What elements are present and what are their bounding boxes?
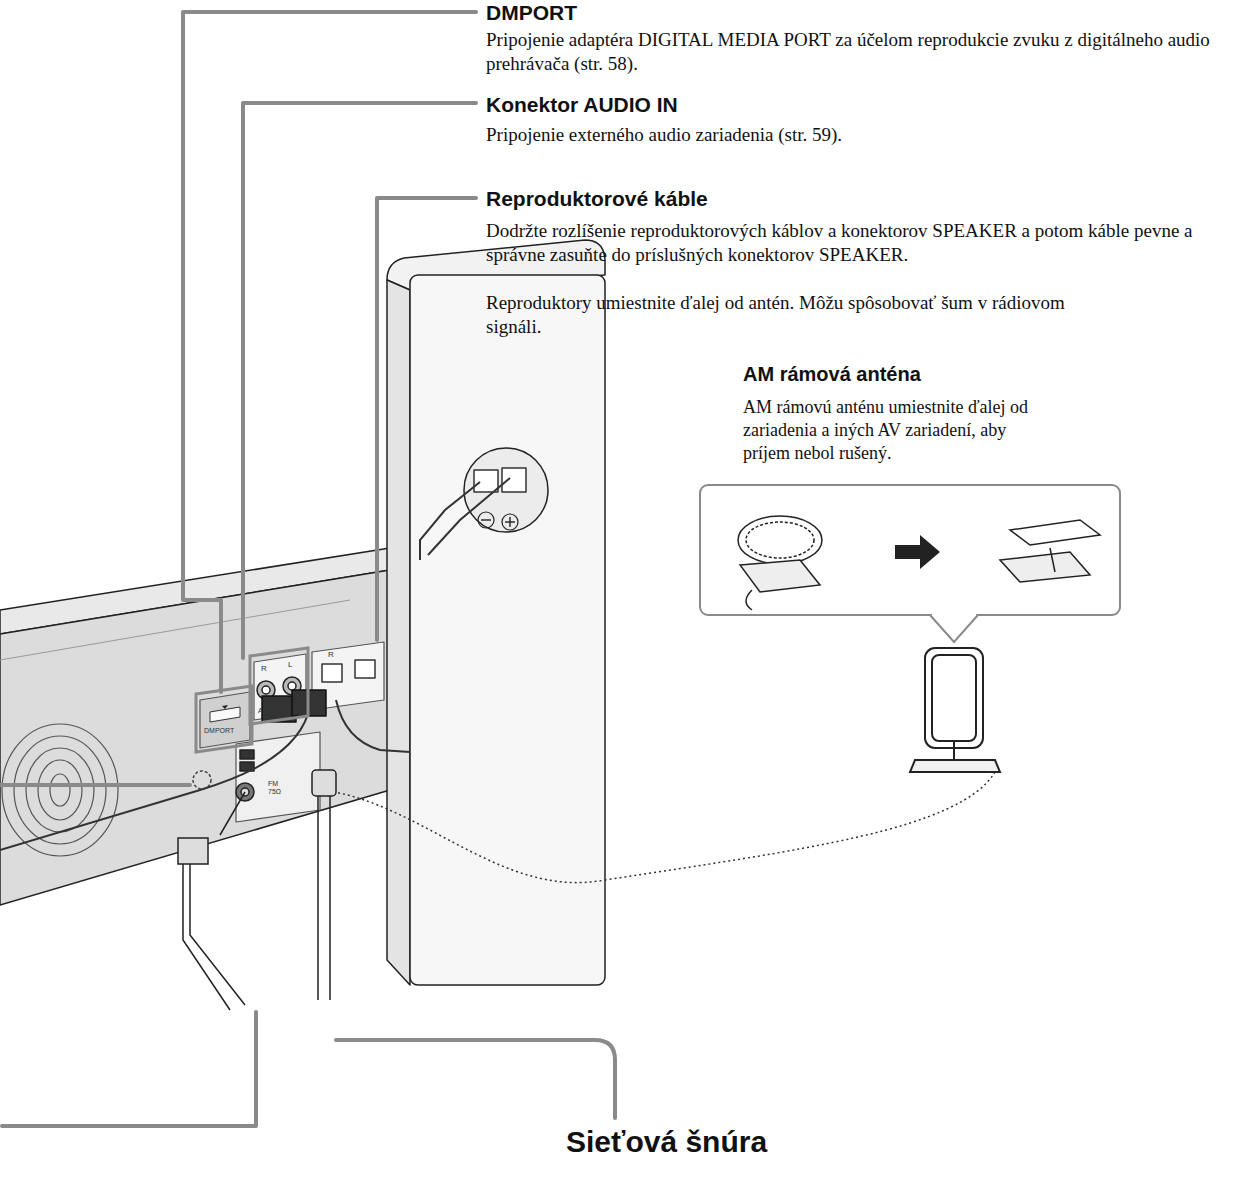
callout-text: Dodržte rozlíšenie reproduktorových kábl… xyxy=(486,219,1246,267)
callout-text: Pripojenie externého audio zariadenia (s… xyxy=(486,123,1246,147)
callout-heading: AM rámová anténa xyxy=(743,362,1163,387)
callout-text: Reproduktory umiestnite ďalej od antén. … xyxy=(486,291,1096,339)
port-label: DMPORT xyxy=(204,727,248,735)
channel-label: R xyxy=(328,650,338,659)
am-loop-antenna xyxy=(910,648,1000,772)
antenna-cable xyxy=(320,772,995,883)
port-label: FM 75Ω xyxy=(268,780,292,796)
callout-text: AM rámovú anténu umiestnite ďalej od zar… xyxy=(743,396,1048,465)
port-highlight xyxy=(196,648,308,752)
assembly-detail xyxy=(700,485,1120,642)
channel-label: R xyxy=(261,664,271,673)
leader-line xyxy=(0,12,615,1126)
speaker xyxy=(387,240,605,985)
channel-label: L xyxy=(288,660,298,669)
power-cord xyxy=(312,770,336,1000)
speaker-cable xyxy=(0,478,510,850)
callout-heading: DMPORT xyxy=(486,0,1246,26)
callout-text: Pripojenie adaptéra DIGITAL MEDIA PORT z… xyxy=(486,28,1246,76)
callout-heading: Konektor AUDIO IN xyxy=(486,92,1246,118)
callout-heading: Reproduktorové káble xyxy=(486,186,1246,212)
fm-antenna-adapter xyxy=(178,792,245,1010)
callout-heading: Sieťová šnúra xyxy=(566,1124,966,1160)
port-label: AUDIO IN xyxy=(258,707,306,715)
